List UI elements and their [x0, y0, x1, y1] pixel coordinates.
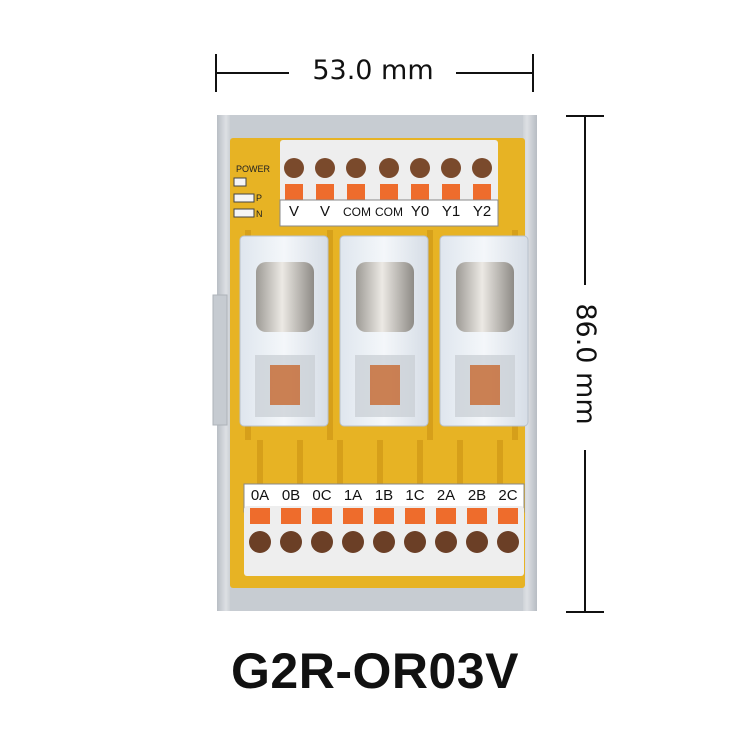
svg-text:POWER: POWER [236, 164, 271, 174]
height-dim-bottom-tick [566, 611, 604, 613]
relay-3 [439, 235, 529, 427]
bottom-terminal-label: 2A [436, 487, 456, 504]
relay-1 [239, 235, 329, 427]
top-terminal-block [279, 140, 499, 227]
top-terminal-label: V [288, 203, 299, 220]
top-terminal-label: Y1 [441, 203, 461, 220]
width-dim-left-tick [215, 54, 217, 92]
top-terminal-label: COM [375, 205, 403, 219]
product-model-title: G2R-OR03V [231, 643, 519, 699]
bottom-terminal-block [243, 483, 525, 576]
bottom-terminal-label: 1A [343, 487, 363, 504]
top-terminal-label: Y2 [472, 203, 492, 220]
top-terminal-label: Y0 [410, 203, 430, 220]
bottom-terminal-label: 0C [312, 487, 332, 504]
bottom-terminal-label: 1B [374, 487, 394, 504]
bottom-terminal-label: 2B [467, 487, 487, 504]
top-terminal-label: COM [343, 205, 371, 219]
width-dim-line-left [217, 72, 289, 74]
relay-2 [339, 235, 429, 427]
width-dim-line-right [456, 72, 532, 74]
svg-text:N: N [256, 209, 263, 219]
height-dim-top-tick [566, 115, 604, 117]
bottom-terminal-label: 0A [250, 487, 270, 504]
bottom-terminal-label: 0B [281, 487, 301, 504]
width-dim-right-tick [532, 54, 534, 92]
height-dim-line-top [584, 117, 586, 285]
width-dim-label: 53.0 mm [312, 55, 434, 86]
top-terminal-label: V [319, 203, 330, 220]
bottom-terminal-label: 1C [405, 487, 425, 504]
svg-text:P: P [256, 193, 262, 203]
height-dim-line-bottom [584, 450, 586, 611]
bottom-terminal-label: 2C [498, 487, 518, 504]
